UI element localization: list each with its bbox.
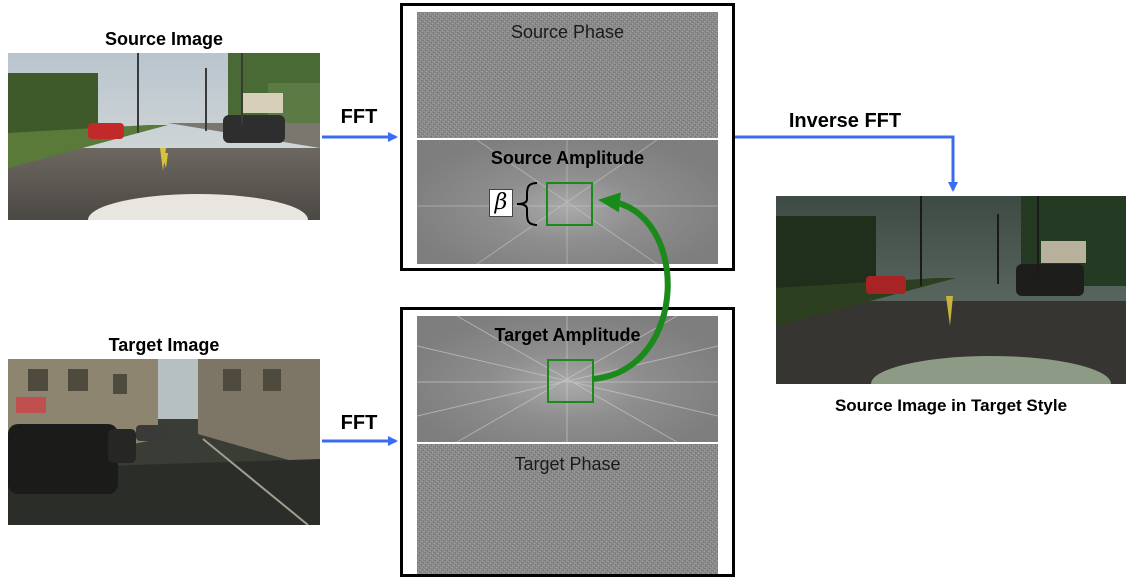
source-image-label: Source Image xyxy=(104,29,224,49)
fft-label-bottom: FFT xyxy=(340,412,378,434)
beta-brace xyxy=(516,182,538,226)
amplitude-swap-arrow xyxy=(592,192,671,382)
source-phase-title: Source Phase xyxy=(510,22,625,42)
inverse-fft-arrow xyxy=(735,135,958,192)
source-phase-map: Source Phase xyxy=(417,12,718,138)
source-image xyxy=(8,53,320,220)
target-amplitude-map: Target Amplitude xyxy=(417,316,718,442)
source-low-freq-window xyxy=(546,182,593,226)
source-amplitude-title: Source Amplitude xyxy=(490,148,645,168)
beta-label: β xyxy=(489,189,513,217)
target-image-label: Target Image xyxy=(108,335,220,355)
target-spectrum-panel: Target Amplitude Target Phase xyxy=(400,307,735,577)
target-amplitude-title: Target Amplitude xyxy=(494,325,641,345)
result-image xyxy=(776,196,1126,384)
target-low-freq-window xyxy=(547,359,594,403)
fft-label-top: FFT xyxy=(340,106,378,128)
source-amplitude-map: Source Amplitude β xyxy=(417,140,718,264)
source-spectrum-panel: Source Phase Source Amplitude β xyxy=(400,3,735,271)
result-image-caption: Source Image in Target Style xyxy=(834,396,1068,415)
inverse-fft-label: Inverse FFT xyxy=(788,110,902,132)
target-phase-map: Target Phase xyxy=(417,444,718,574)
target-image xyxy=(8,359,320,525)
target-phase-title: Target Phase xyxy=(514,454,621,474)
